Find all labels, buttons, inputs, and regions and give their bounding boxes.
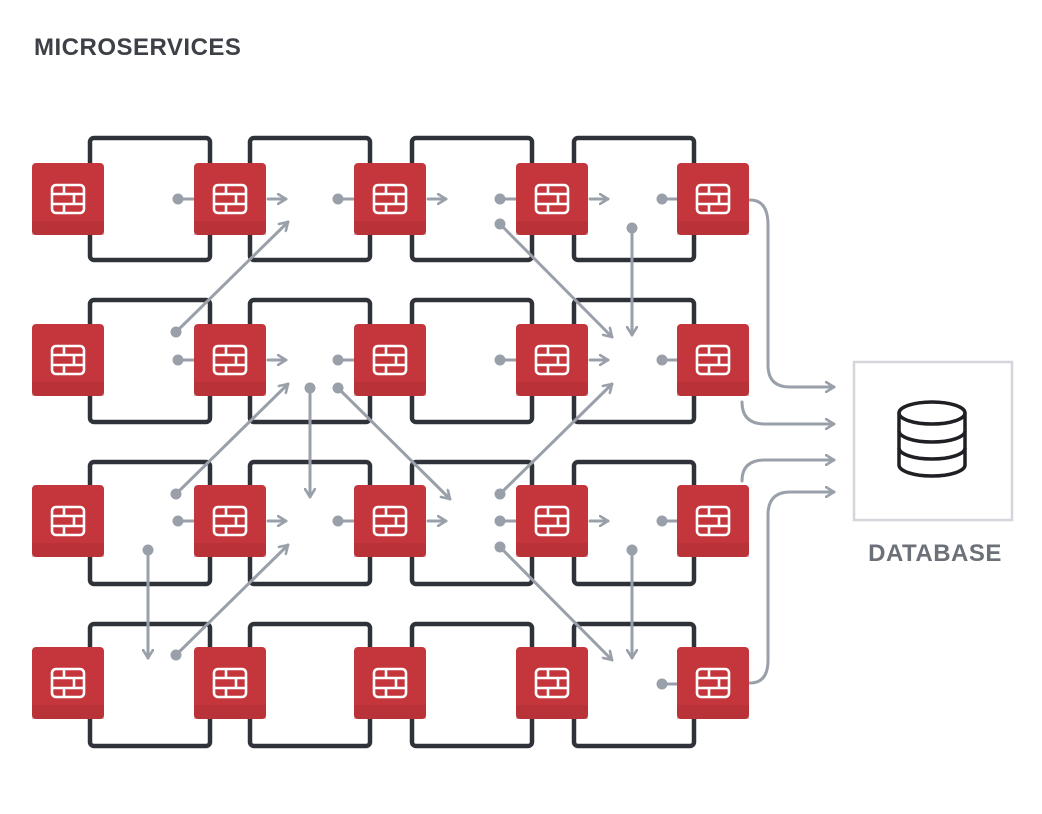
dot-connector bbox=[494, 515, 516, 527]
connection-arrow bbox=[627, 222, 638, 337]
firewall-brick-icon bbox=[695, 667, 731, 699]
dot-connector bbox=[332, 515, 354, 527]
firewall-node bbox=[32, 485, 104, 557]
firewall-brick-icon bbox=[212, 183, 248, 215]
firewall-brick-icon bbox=[372, 344, 408, 376]
connection-arrow bbox=[494, 382, 614, 500]
firewall-node bbox=[354, 163, 426, 235]
database-box bbox=[852, 360, 1014, 522]
firewall-node bbox=[194, 485, 266, 557]
dot-connector bbox=[172, 515, 194, 527]
connection-arrow bbox=[740, 400, 836, 424]
connection-arrow bbox=[494, 218, 614, 339]
firewall-brick-icon bbox=[372, 505, 408, 537]
firewall-node bbox=[194, 324, 266, 396]
dot-connector bbox=[656, 678, 678, 690]
connection-arrow bbox=[305, 382, 316, 499]
service-box bbox=[571, 459, 697, 587]
firewall-node bbox=[32, 647, 104, 719]
firewall-brick-icon bbox=[50, 505, 86, 537]
firewall-brick-icon bbox=[372, 183, 408, 215]
dot-connector bbox=[332, 193, 354, 205]
firewall-brick-icon bbox=[534, 667, 570, 699]
firewall-brick-icon bbox=[50, 344, 86, 376]
connection-arrow bbox=[748, 492, 836, 685]
connection-arrows bbox=[143, 193, 836, 690]
firewall-brick-icon bbox=[50, 183, 86, 215]
firewall-node bbox=[32, 324, 104, 396]
firewall-node bbox=[194, 647, 266, 719]
firewall-node bbox=[677, 485, 749, 557]
dot-connector bbox=[656, 515, 678, 527]
diagram-title: MICROSERVICES bbox=[34, 34, 242, 61]
firewall-node bbox=[516, 647, 588, 719]
firewall-brick-icon bbox=[695, 183, 731, 215]
firewall-node bbox=[354, 485, 426, 557]
service-box bbox=[247, 621, 373, 749]
dot-connector bbox=[332, 354, 354, 366]
database-label: DATABASE bbox=[868, 540, 1002, 567]
connection-arrow bbox=[740, 460, 836, 483]
dot-connector bbox=[172, 193, 194, 205]
firewall-nodes bbox=[32, 163, 749, 719]
connection-arrow bbox=[143, 544, 154, 660]
firewall-brick-icon bbox=[695, 344, 731, 376]
firewall-brick-icon bbox=[212, 505, 248, 537]
firewall-node bbox=[516, 163, 588, 235]
service-box bbox=[409, 621, 535, 749]
firewall-brick-icon bbox=[695, 505, 731, 537]
firewall-brick-icon bbox=[372, 667, 408, 699]
firewall-node bbox=[677, 163, 749, 235]
connection-arrow bbox=[170, 220, 290, 338]
connection-arrow bbox=[494, 541, 614, 662]
firewall-node bbox=[677, 324, 749, 396]
connection-arrow bbox=[170, 382, 290, 500]
dot-connector bbox=[494, 354, 516, 366]
database-icon bbox=[897, 400, 967, 478]
firewall-node bbox=[516, 485, 588, 557]
firewall-brick-icon bbox=[212, 667, 248, 699]
connection-arrow bbox=[170, 543, 290, 661]
connection-arrow bbox=[627, 544, 638, 660]
firewall-node bbox=[516, 324, 588, 396]
dot-connector bbox=[494, 193, 516, 205]
firewall-node bbox=[194, 163, 266, 235]
firewall-brick-icon bbox=[212, 344, 248, 376]
firewall-brick-icon bbox=[534, 505, 570, 537]
dot-connector bbox=[656, 354, 678, 366]
connection-arrow bbox=[332, 382, 452, 501]
connection-arrow bbox=[748, 198, 836, 387]
firewall-brick-icon bbox=[50, 667, 86, 699]
firewall-brick-icon bbox=[534, 183, 570, 215]
firewall-node bbox=[677, 647, 749, 719]
firewall-node bbox=[354, 647, 426, 719]
firewall-node bbox=[354, 324, 426, 396]
firewall-brick-icon bbox=[534, 344, 570, 376]
firewall-node bbox=[32, 163, 104, 235]
dot-connector bbox=[656, 193, 678, 205]
service-box bbox=[87, 621, 213, 749]
dot-connector bbox=[172, 354, 194, 366]
